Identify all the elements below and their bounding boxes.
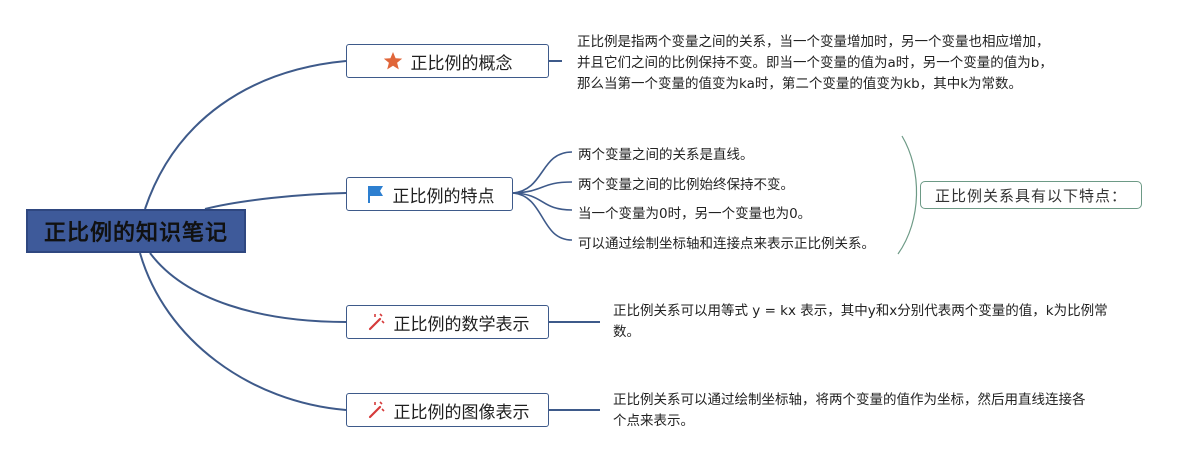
star-icon bbox=[383, 51, 403, 71]
description-line: 正比例是指两个变量之间的关系，当一个变量增加时，另一个变量也相应增加， bbox=[577, 34, 1050, 50]
description-line: 数。 bbox=[613, 324, 640, 340]
magic-wand-icon bbox=[366, 400, 386, 420]
topic-graph-representation[interactable]: 正比例的图像表示 bbox=[346, 393, 549, 427]
description-line: 正比例关系可以通过绘制坐标轴，将两个变量的值作为坐标，然后用直线连接各 bbox=[613, 392, 1086, 408]
root-node[interactable]: 正比例的知识笔记 bbox=[26, 209, 246, 253]
feature-item[interactable]: 当一个变量为0时，另一个变量也为0。 bbox=[578, 206, 812, 222]
feature-item[interactable]: 可以通过绘制坐标轴和连接点来表示正比例关系。 bbox=[578, 236, 875, 252]
topic-concept[interactable]: 正比例的概念 bbox=[346, 44, 549, 78]
feature-item[interactable]: 两个变量之间的关系是直线。 bbox=[578, 147, 754, 163]
graph-description: 正比例关系可以通过绘制坐标轴，将两个变量的值作为坐标，然后用直线连接各 个点来表… bbox=[613, 390, 1133, 432]
topic-label: 正比例的特点 bbox=[392, 186, 495, 207]
topic-label: 正比例的概念 bbox=[410, 53, 513, 74]
description-line: 正比例关系可以用等式 y = kx 表示，其中y和x分别代表两个变量的值，k为比… bbox=[613, 303, 1108, 319]
description-line: 并且它们之间的比例保持不变。即当一个变量的值为a时，另一个变量的值为b， bbox=[577, 55, 1053, 71]
summary-callout[interactable]: 正比例关系具有以下特点： bbox=[920, 181, 1142, 209]
description-line: 那么当第一个变量的值变为ka时，第二个变量的值变为kb，其中k为常数。 bbox=[577, 76, 1023, 92]
root-title: 正比例的知识笔记 bbox=[43, 221, 228, 246]
topic-label: 正比例的数学表示 bbox=[393, 314, 530, 335]
feature-item[interactable]: 两个变量之间的比例始终保持不变。 bbox=[578, 177, 794, 193]
flag-icon bbox=[365, 184, 385, 204]
magic-wand-icon bbox=[366, 312, 386, 332]
description-line: 个点来表示。 bbox=[613, 413, 694, 429]
topic-label: 正比例的图像表示 bbox=[393, 402, 530, 423]
topic-features[interactable]: 正比例的特点 bbox=[346, 177, 513, 211]
concept-description: 正比例是指两个变量之间的关系，当一个变量增加时，另一个变量也相应增加， 并且它们… bbox=[577, 32, 1097, 95]
topic-math-representation[interactable]: 正比例的数学表示 bbox=[346, 305, 549, 339]
math-description: 正比例关系可以用等式 y = kx 表示，其中y和x分别代表两个变量的值，k为比… bbox=[613, 301, 1133, 343]
